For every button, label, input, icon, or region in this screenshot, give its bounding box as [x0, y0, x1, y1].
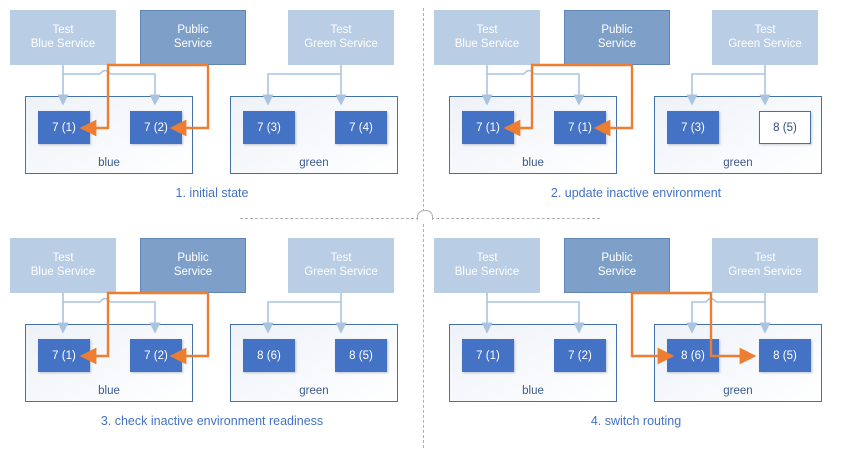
service-test-green-service: Test Green Service [712, 10, 818, 65]
service-test-blue-service: Test Blue Service [434, 238, 540, 293]
panel-4: Test Blue Service Public Service Test Gr… [424, 228, 848, 456]
service-label-line1: Test [476, 24, 498, 36]
instance-box: 7 (1) [554, 111, 606, 144]
service-label-line1: Test [52, 252, 74, 264]
service-test-green-service: Test Green Service [288, 10, 394, 65]
service-label-line2: Service [173, 265, 213, 278]
service-label-line2: Service [597, 37, 637, 50]
panel-caption: 4. switch routing [590, 414, 682, 428]
environment-green: 7 (3) 8 (5) green [654, 96, 822, 174]
environment-label-green: green [299, 157, 329, 169]
environment-label-blue: blue [98, 385, 120, 397]
environment-blue: 7 (1) 7 (1) blue [449, 96, 617, 174]
service-public-service: Public Service [564, 10, 670, 65]
service-label-line1: Public [177, 252, 209, 264]
environment-green: 8 (6) 8 (5) green [230, 324, 398, 402]
instance-box: 7 (1) [38, 111, 90, 144]
instance-box: 8 (5) [759, 111, 811, 144]
panel-caption: 3. check inactive environment readiness [100, 414, 324, 428]
instance-box: 7 (3) [667, 111, 719, 144]
instance-box: 7 (1) [462, 111, 514, 144]
instance-box: 8 (5) [759, 339, 811, 372]
environment-label-green: green [299, 385, 329, 397]
instance-box: 8 (5) [335, 339, 387, 372]
environment-blue: 7 (1) 7 (2) blue [25, 96, 193, 174]
service-label-line1: Test [754, 24, 776, 36]
service-test-blue-service: Test Blue Service [10, 238, 116, 293]
panel-caption: 1. initial state [175, 186, 249, 200]
instance-box: 7 (2) [130, 111, 182, 144]
instance-box: 7 (3) [243, 111, 295, 144]
environment-blue: 7 (1) 7 (2) blue [449, 324, 617, 402]
service-label-line2: Blue Service [454, 37, 520, 50]
instance-box: 8 (6) [667, 339, 719, 372]
service-public-service: Public Service [140, 238, 246, 293]
service-label-line1: Test [476, 252, 498, 264]
environment-label-blue: blue [522, 157, 544, 169]
service-label-line1: Test [754, 252, 776, 264]
service-label-line2: Service [597, 265, 637, 278]
service-label-line1: Test [52, 24, 74, 36]
panel-2: Test Blue Service Public Service Test Gr… [424, 0, 848, 228]
service-label-line2: Green Service [728, 37, 802, 50]
service-test-green-service: Test Green Service [288, 238, 394, 293]
environment-green: 7 (3) 7 (4) green [230, 96, 398, 174]
service-public-service: Public Service [564, 238, 670, 293]
service-test-blue-service: Test Blue Service [10, 10, 116, 65]
service-label-line2: Blue Service [454, 265, 520, 278]
instance-box: 8 (6) [243, 339, 295, 372]
service-test-blue-service: Test Blue Service [434, 10, 540, 65]
service-label-line1: Public [177, 24, 209, 36]
instance-box: 7 (2) [130, 339, 182, 372]
instance-box: 7 (2) [554, 339, 606, 372]
environment-label-green: green [723, 157, 753, 169]
environment-blue: 7 (1) 7 (2) blue [25, 324, 193, 402]
service-label-line2: Green Service [728, 265, 802, 278]
environment-label-green: green [723, 385, 753, 397]
environment-label-blue: blue [522, 385, 544, 397]
instance-box: 7 (1) [38, 339, 90, 372]
service-public-service: Public Service [140, 10, 246, 65]
environment-label-blue: blue [98, 157, 120, 169]
panel-caption: 2. update inactive environment [550, 186, 722, 200]
instance-box: 7 (4) [335, 111, 387, 144]
panel-3: Test Blue Service Public Service Test Gr… [0, 228, 424, 456]
panel-1: Test Blue Service Public Service Test Gr… [0, 0, 424, 228]
service-test-green-service: Test Green Service [712, 238, 818, 293]
service-label-line2: Blue Service [30, 265, 96, 278]
service-label-line2: Service [173, 37, 213, 50]
instance-box: 7 (1) [462, 339, 514, 372]
service-label-line2: Blue Service [30, 37, 96, 50]
environment-green: 8 (6) 8 (5) green [654, 324, 822, 402]
service-label-line2: Green Service [304, 265, 378, 278]
divider-crossing-jump [417, 210, 433, 220]
service-label-line1: Public [601, 24, 633, 36]
service-label-line2: Green Service [304, 37, 378, 50]
service-label-line1: Public [601, 252, 633, 264]
service-label-line1: Test [330, 24, 352, 36]
divider-vertical [423, 8, 424, 448]
service-label-line1: Test [330, 252, 352, 264]
